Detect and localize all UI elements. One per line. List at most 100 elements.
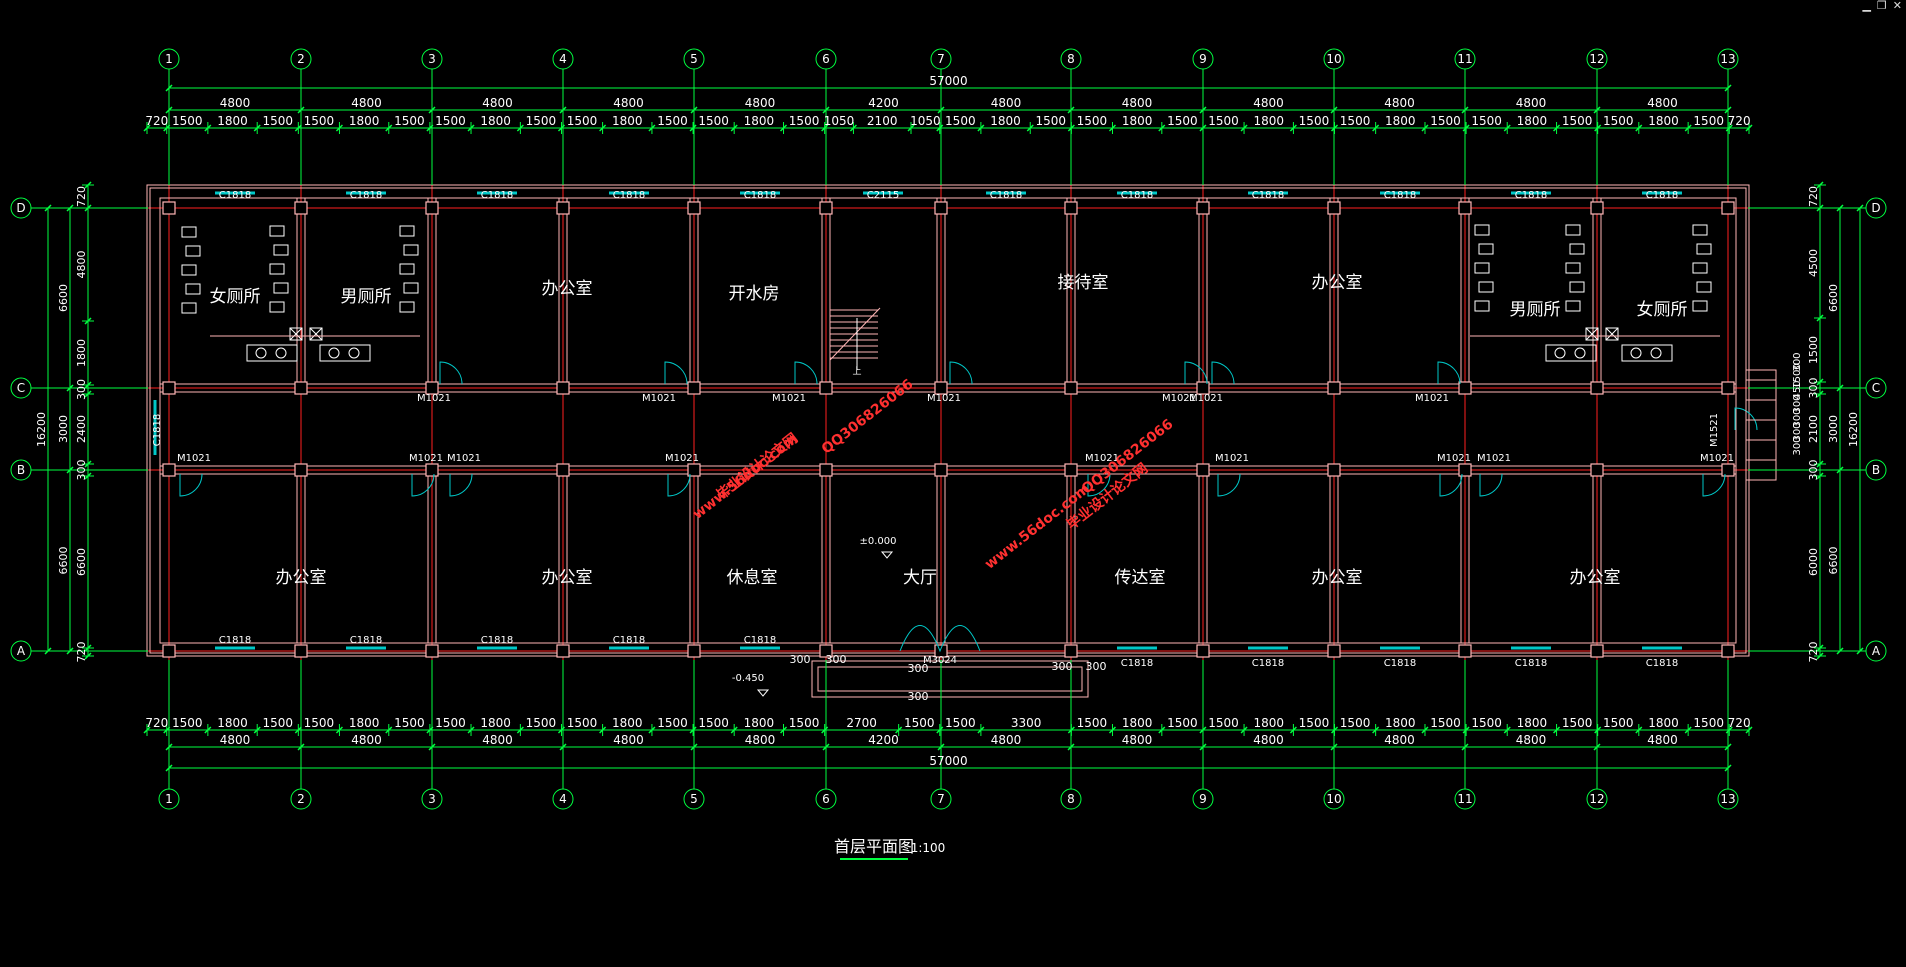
dim-top-detail-label: 1050 [910,114,941,128]
window-label-top: C1818 [990,190,1022,201]
toilet-stall [1474,300,1490,312]
toilet-stall [1565,262,1581,274]
dim-left-total-tick-slash [44,647,52,655]
dim-bottom-detail-tick-slash [599,726,607,734]
dim-bottom-detail-tick-slash [1635,726,1643,734]
toilet-stall [185,245,201,257]
window-label-bottom: C1818 [1121,658,1153,669]
dim-left-detail-label: 720 [75,642,88,663]
dim-top-bays-tick-slash [1461,106,1469,114]
toilet-stall [399,301,415,313]
column [556,201,570,215]
dim-top-bays-tick-slash [428,106,436,114]
dim-bottom-detail-tick-slash [1503,726,1511,734]
dim-left-detail-label: 6600 [75,548,88,576]
elevation-marker [880,551,894,559]
column [1327,463,1341,477]
column [934,644,948,658]
dim-top-bays-label: 4800 [482,96,513,110]
column [425,463,439,477]
dim-right-detail-label: 300 [1807,460,1820,481]
dim-top-detail-label: 1500 [435,114,466,128]
restore-icon[interactable]: ❐ [1876,0,1887,12]
column [294,463,308,477]
toilet-stall [185,283,201,295]
window-label-top: C1818 [1646,190,1678,201]
dim-bottom-detail-label: 1500 [698,716,729,730]
dim-bottom-detail-label: 1800 [1648,716,1679,730]
elevation-marker [756,689,770,697]
toilet-stall [399,263,415,275]
dim-top-detail-tick-slash [849,124,857,132]
dim-top-detail-label: 1500 [567,114,598,128]
axis-label-C: C [17,381,25,395]
dim-top-bays-label: 4800 [1384,96,1415,110]
dim-bottom-detail-tick-slash [253,726,261,734]
dim-bottom-detail-label: 1500 [1340,716,1371,730]
toilet-stall [1569,243,1585,255]
dim-top-detail-label: 2100 [867,114,898,128]
dim-top-detail-label: 1500 [1299,114,1330,128]
dim-bottom-detail-label: 1500 [904,716,935,730]
window-label-top: C1818 [1515,190,1547,201]
column [934,381,948,395]
column [1327,381,1341,395]
dim-top-detail-label: 1500 [945,114,976,128]
column [294,644,308,658]
dim-bottom-bays-tick-slash [1593,743,1601,751]
toilet-stall [181,302,197,314]
dim-top-bays-label: 4200 [868,96,899,110]
dim-bottom-bays-tick-slash [1724,743,1732,751]
dim-left-detail-tick-slash [84,181,92,189]
column [556,644,570,658]
axis-label-1: 1 [165,792,173,806]
dim-bottom-detail-tick-slash [779,726,788,734]
dim-top-detail-tick-slash [1462,124,1470,132]
door-label-c: M1021 [772,393,806,404]
close-icon[interactable]: ✕ [1892,0,1902,12]
dim-left-detail-tick-slash [84,460,92,468]
dim-top-detail-tick-slash [1330,124,1339,132]
door-label-c: M1021 [1415,393,1449,404]
axis-label-10: 10 [1326,52,1341,66]
column [162,201,176,215]
fixtures [181,224,1720,370]
axis-label-A: A [1872,644,1881,658]
dim-top-bays-label: 4800 [1253,96,1284,110]
dim-top-detail-tick-slash [1067,124,1075,132]
dim-top-bays-label: 4800 [1647,96,1678,110]
dim-top-detail-tick-slash [599,124,607,132]
axis-label-11: 11 [1457,792,1472,806]
door-b-line [179,473,203,497]
dim-top-detail-tick-slash [335,124,343,132]
column [1458,381,1472,395]
sink-icon [1554,347,1566,359]
toilet-stall [181,226,197,238]
minimize-icon[interactable]: ▁ [1862,0,1871,12]
door-c-line [1437,361,1461,385]
dim-bottom-bays-label: 4800 [613,733,644,747]
drawing-title: 首层平面图 [834,837,914,856]
window-label-bottom: C1818 [1646,658,1678,669]
stair-break [829,307,881,361]
axis-label-B: B [1872,463,1880,477]
dim-top-detail-tick-slash [1108,124,1117,132]
dim-top-detail-label: 1500 [1340,114,1371,128]
sink-icon [1574,347,1586,359]
window-label-bottom: C1818 [481,635,513,646]
column [819,463,833,477]
dim-top-bays-label: 4800 [351,96,382,110]
dim-left-seg-tick-slash [66,466,74,474]
door-label-b: M1021 [665,453,699,464]
column [1064,201,1078,215]
dim-bottom-detail-label: 1800 [1385,716,1416,730]
dim-top-detail-tick-slash [907,124,915,132]
column [1196,201,1210,215]
dim-bottom-detail-tick-slash [648,726,656,734]
axis-label-2: 2 [297,792,305,806]
dim-bottom-bays-label: 4800 [351,733,382,747]
dim-right-seg-tick-slash [1836,204,1844,212]
column [1590,463,1604,477]
dim-bottom-detail-tick-slash [204,726,212,734]
dim-bottom-detail-label: 3300 [1011,716,1042,730]
